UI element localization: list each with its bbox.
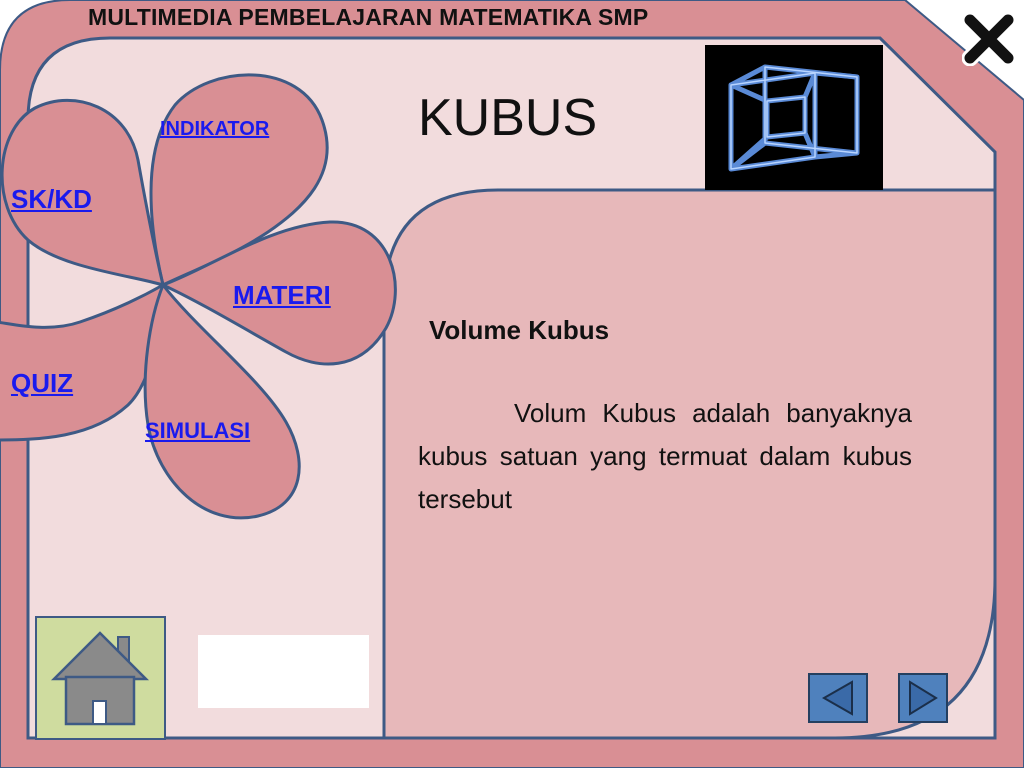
arrow-right-icon	[898, 673, 948, 723]
cube-illustration	[728, 64, 860, 172]
close-icon	[961, 11, 1017, 67]
petal-sk-kd	[0, 98, 166, 288]
blank-box	[198, 635, 369, 708]
nav-quiz-link[interactable]: QUIZ	[11, 368, 74, 398]
close-button[interactable]	[961, 11, 1017, 67]
home-button[interactable]	[36, 617, 165, 739]
next-button[interactable]	[898, 673, 948, 723]
nav-indikator-link[interactable]: INDIKATOR	[160, 118, 270, 140]
previous-button[interactable]	[808, 673, 868, 723]
body-text: Volum Kubus adalah banyaknya kubus satua…	[418, 398, 912, 514]
home-icon	[50, 631, 150, 726]
page-title: KUBUS	[418, 89, 598, 147]
section-heading: Volume Kubus	[429, 315, 610, 345]
arrow-left-icon	[808, 673, 868, 723]
nav-materi-link[interactable]: MATERI	[233, 280, 331, 310]
nav-simulasi-link[interactable]: SIMULASI	[145, 418, 251, 443]
app-title: MULTIMEDIA PEMBELAJARAN MATEMATIKA SMP	[88, 4, 649, 30]
petal-simulasi	[143, 282, 301, 520]
petal-materi	[159, 220, 397, 366]
nav-sk-kd-link[interactable]: SK/KD	[11, 184, 92, 214]
content-panel	[382, 188, 997, 740]
cube-image	[705, 45, 883, 190]
